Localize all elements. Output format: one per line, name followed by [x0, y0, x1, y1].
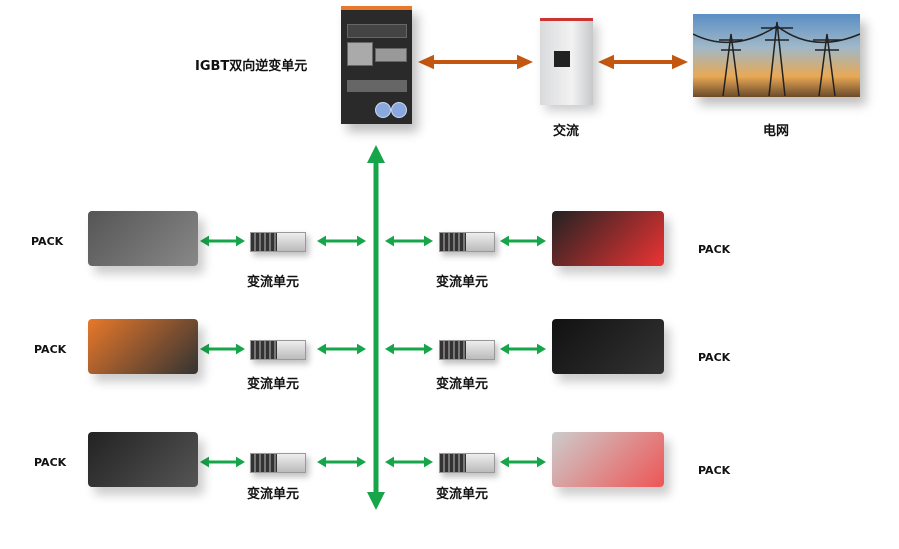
bus-converter-arrow: [385, 235, 433, 247]
ac-label: 交流: [553, 124, 580, 139]
converter-pack-arrow: [500, 343, 546, 355]
battery-pack-image: [88, 319, 198, 374]
battery-pack-image: [552, 211, 664, 266]
right-pack-label: PACK: [698, 464, 731, 477]
converter-unit-image: [250, 232, 306, 252]
converter-unit-image: [439, 453, 495, 473]
right-converter-label: 变流单元: [436, 275, 489, 290]
converter-unit-image: [439, 232, 495, 252]
converter-pack-arrow: [500, 235, 546, 247]
converter-bus-arrow: [317, 235, 366, 247]
converter-pack-arrow: [500, 456, 546, 468]
igbt-inverter-cabinet-image: [341, 6, 412, 124]
right-converter-label: 变流单元: [436, 487, 489, 502]
pack-converter-arrow: [200, 456, 245, 468]
converter-unit-image: [439, 340, 495, 360]
converter-bus-arrow: [317, 343, 366, 355]
power-grid-image: [692, 14, 861, 97]
ac-cabinet-image: [540, 18, 593, 105]
left-converter-label: 变流单元: [247, 377, 300, 392]
ac-double-arrow: [418, 54, 533, 70]
right-pack-label: PACK: [698, 243, 731, 256]
left-converter-label: 变流单元: [247, 487, 300, 502]
left-pack-label: PACK: [34, 343, 67, 356]
right-pack-label: PACK: [698, 351, 731, 364]
pack-converter-arrow: [200, 343, 245, 355]
battery-pack-image: [88, 211, 198, 266]
left-pack-label: PACK: [34, 456, 67, 469]
converter-bus-arrow: [317, 456, 366, 468]
pack-converter-arrow: [200, 235, 245, 247]
dc-bus-arrow: [367, 145, 385, 510]
grid-label: 电网: [763, 124, 790, 139]
left-converter-label: 变流单元: [247, 275, 300, 290]
grid-double-arrow: [598, 54, 688, 70]
transmission-tower-icon: [692, 21, 861, 97]
bus-converter-arrow: [385, 343, 433, 355]
battery-pack-image: [88, 432, 198, 487]
converter-unit-image: [250, 340, 306, 360]
left-pack-label: PACK: [31, 235, 64, 248]
battery-pack-image: [552, 432, 664, 487]
bus-converter-arrow: [385, 456, 433, 468]
right-converter-label: 变流单元: [436, 377, 489, 392]
converter-unit-image: [250, 453, 306, 473]
battery-pack-image: [552, 319, 664, 374]
inverter-label: IGBT双向逆变单元: [195, 59, 308, 74]
